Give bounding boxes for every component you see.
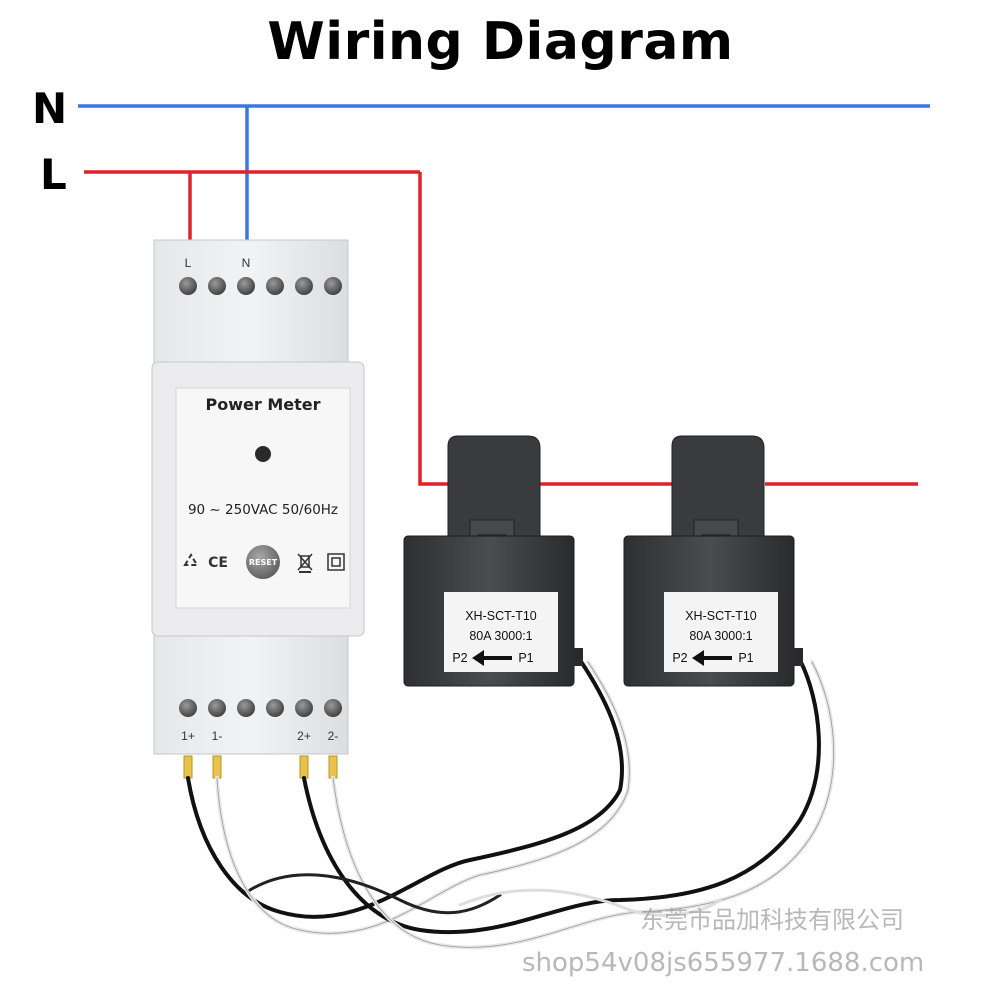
clamp-2-model: XH-SCT-T10 — [685, 609, 757, 623]
current-clamp-2: XH-SCT-T10 80A 3000:1 P2 P1 — [623, 435, 803, 687]
live-line-label: L — [40, 150, 67, 199]
live-wire — [84, 170, 918, 486]
ce-mark-icon: CE — [208, 555, 228, 571]
wire-ferrules — [183, 755, 338, 779]
terminal-2-plus: 2+ — [297, 729, 311, 743]
top-terminal-screws — [179, 277, 342, 295]
weee-bin-icon — [297, 553, 313, 573]
reset-label: RESET — [249, 558, 278, 567]
meter-terminal-n: N — [242, 256, 251, 270]
clamp-2-rating: 80A 3000:1 — [689, 629, 752, 643]
diagram-title: Wiring Diagram — [267, 12, 734, 72]
clamp-1-pin-p2: P2 — [452, 651, 467, 665]
clamp-1-pin-p1: P1 — [518, 651, 533, 665]
clamp-2-arrow-icon — [692, 650, 732, 666]
recycle-icon — [183, 553, 199, 566]
neutral-line-label: N — [32, 84, 68, 133]
meter-terminal-l: L — [185, 256, 192, 270]
status-led-icon — [255, 446, 271, 462]
clamp-2-pin-p1: P1 — [738, 651, 753, 665]
double-insulation-icon — [327, 553, 345, 571]
bottom-terminal-screws — [179, 699, 342, 717]
clamp-1-arrow-icon — [472, 650, 512, 666]
terminal-2-minus: 2- — [328, 729, 339, 743]
meter-rating: 90 ~ 250VAC 50/60Hz — [188, 502, 338, 518]
ct-lead-wires — [186, 658, 836, 950]
terminal-1-plus: 1+ — [181, 729, 195, 743]
watermark-shop: shop54v08js655977.1688.com — [522, 948, 925, 978]
terminal-1-minus: 1- — [212, 729, 223, 743]
clamp-1-model: XH-SCT-T10 — [465, 609, 537, 623]
power-meter: L N Power Meter 90 ~ 250VAC 50/60Hz CE R… — [151, 239, 365, 755]
meter-name: Power Meter — [206, 395, 321, 414]
clamp-2-pin-p2: P2 — [672, 651, 687, 665]
clamp-1-rating: 80A 3000:1 — [469, 629, 532, 643]
watermark-company: 东莞市品加科技有限公司 — [640, 906, 904, 934]
reset-button[interactable]: RESET — [246, 545, 280, 579]
current-clamp-1: XH-SCT-T10 80A 3000:1 P2 P1 — [403, 435, 583, 687]
